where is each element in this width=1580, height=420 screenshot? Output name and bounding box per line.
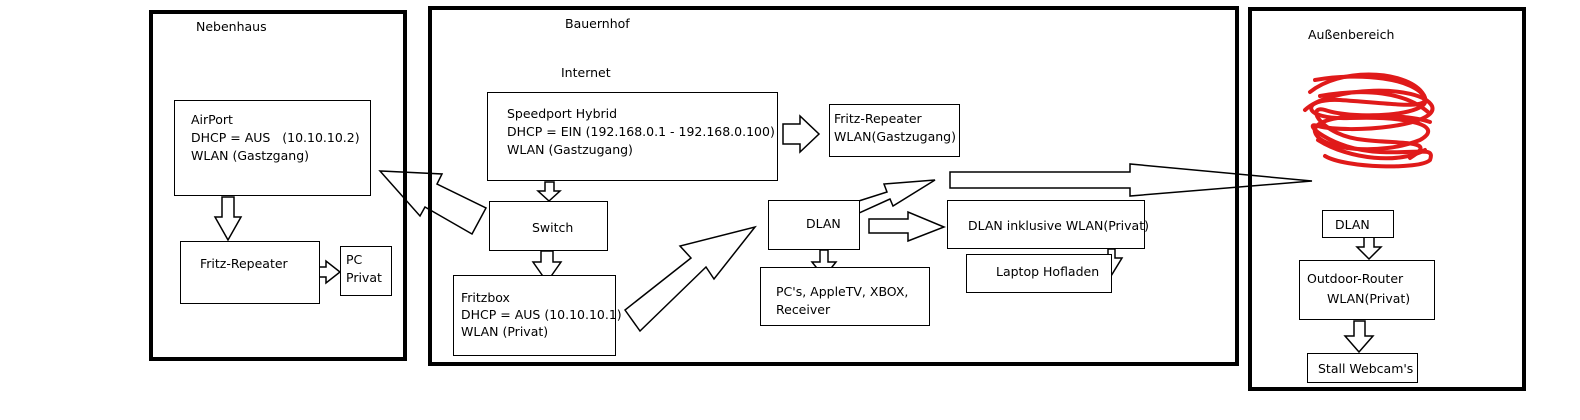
arrow-to-aussenbereich [949,163,1313,197]
laptop-hofladen-title: Laptop Hofladen [996,264,1100,279]
airport-title: AirPort [191,112,233,127]
dlan-wlan-title: DLAN inklusive WLAN(Privat) [968,218,1149,233]
region-nebenhaus [149,10,407,361]
fritzbox-wlan: WLAN (Privat) [461,324,549,339]
arrow-dlan-to-dlanwlan [868,210,947,243]
node-speedport [487,92,778,181]
node-dlan-mid [768,200,860,250]
region-bauernhof [428,6,1239,366]
pc-privat-line2: Privat [346,270,382,285]
switch-title: Switch [532,220,574,235]
dlan-right-title: DLAN [1335,217,1370,232]
airport-wlan: WLAN (Gastzgang) [191,148,310,163]
node-laptop-hofladen [966,254,1112,293]
node-devices [760,267,930,326]
region-aussenbereich [1248,7,1526,391]
region-title-aussenbereich: Außenbereich [1308,27,1395,42]
arrow-outdoor-to-webcams [1343,320,1375,354]
fritz-repeater-left-title: Fritz-Repeater [200,256,288,271]
devices-line1: PC's, AppleTV, XBOX, [776,284,909,299]
internet-label: Internet [561,65,611,80]
fritzbox-dhcp: DHCP = AUS (10.10.10.1) [461,307,622,322]
arrow-dlan-to-outdoor [1355,236,1383,261]
node-fritz-repeater-left [180,241,320,304]
speedport-title: Speedport Hybrid [507,106,618,121]
red-scribble [1303,72,1435,169]
airport-dhcp: DHCP = AUS (10.10.10.2) [191,130,360,145]
speedport-dhcp: DHCP = EIN (192.168.0.1 - 192.168.0.100) [507,124,775,139]
dlan-mid-title: DLAN [806,216,841,231]
fritzbox-title: Fritzbox [461,290,510,305]
arrow-speedport-to-repeater [782,114,821,154]
node-switch [489,201,608,251]
stall-webcams-title: Stall Webcam's [1318,361,1414,376]
node-fritz-repeater-mid [829,104,960,157]
node-stall-webcams [1307,353,1418,383]
speedport-wlan: WLAN (Gastzugang) [507,142,633,157]
node-outdoor-router [1299,260,1435,320]
region-title-bauernhof: Bauernhof [565,16,630,31]
arrow-airport-to-repeater [213,196,243,242]
arrow-switch-to-fritzbox [531,250,563,284]
devices-line2: Receiver [776,302,831,317]
node-dlan-wlan [947,200,1145,249]
region-title-nebenhaus: Nebenhaus [196,19,267,34]
arrow-speedport-to-switch [536,181,562,203]
node-airport [174,100,371,196]
node-fritzbox [453,275,616,356]
node-pc-privat [340,246,392,296]
outdoor-router-wlan: WLAN(Privat) [1327,291,1411,306]
arrow-fritzbox-to-dlan [623,225,757,333]
fritz-repeater-mid-wlan: WLAN(Gastzugang) [834,129,956,144]
fritz-repeater-mid-title: Fritz-Repeater [834,111,922,126]
pc-privat-line1: PC [346,252,363,267]
node-dlan-right [1322,210,1394,238]
outdoor-router-title: Outdoor-Router [1307,271,1404,286]
